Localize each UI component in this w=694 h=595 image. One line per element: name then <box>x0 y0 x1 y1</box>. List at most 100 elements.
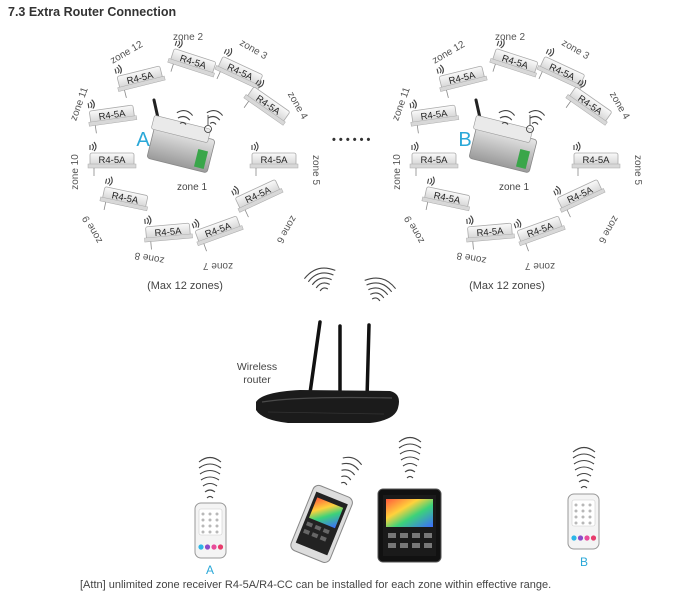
receiver-5: R4-5A <box>249 141 299 176</box>
receiver-9: R4-5A <box>421 176 471 212</box>
signal-wave-icon <box>174 39 183 49</box>
receiver-8: R4-5A <box>466 215 515 250</box>
receiver-6: R4-5A <box>231 179 284 218</box>
signal-wave-icon <box>409 99 417 109</box>
receiver-10: R4-5A <box>87 141 137 176</box>
router-label-line1: Wireless <box>237 361 277 373</box>
smartphone <box>290 484 353 563</box>
signal-wave-icon <box>436 64 444 74</box>
remote-a-label: A <box>206 563 214 577</box>
signal-wave-icon <box>496 39 505 49</box>
signal-wave-icon <box>553 185 561 196</box>
signal-wave-icon <box>573 141 581 152</box>
signal-wave-icon <box>105 176 113 186</box>
zone-label-4: zone 4 <box>285 90 310 122</box>
receiver-label: R4-5A <box>154 226 182 239</box>
signal-wave-icon <box>513 218 522 229</box>
receiver-2: R4-5A <box>167 39 216 78</box>
receiver-10: R4-5A <box>409 141 459 176</box>
max-zones-label-a: (Max 12 zones) <box>147 280 223 292</box>
zone-label-6: zone 6 <box>274 213 299 245</box>
zone-label-4: zone 4 <box>607 90 632 122</box>
controller-wave-icon <box>528 110 546 125</box>
zone-label-11: zone 11 <box>69 85 91 122</box>
signal-wave-icon <box>144 215 152 225</box>
zone-label-9: zone 9 <box>402 213 427 245</box>
zone-label-12: zone 12 <box>431 39 468 67</box>
signal-wave-icon <box>577 79 587 88</box>
max-zones-label-b: (Max 12 zones) <box>469 280 545 292</box>
zone-label-10: zone 10 <box>70 154 81 190</box>
receiver-12: R4-5A <box>436 64 488 98</box>
wireless-router <box>256 320 399 423</box>
receiver-label: R4-5A <box>98 108 127 123</box>
center-zone-label: zone 1 <box>177 182 207 193</box>
zone-label-10: zone 10 <box>392 154 403 190</box>
receiver-label: R4-5A <box>420 108 449 123</box>
zone-label-7: zone 7 <box>203 260 233 271</box>
signal-wave-icon <box>114 64 122 74</box>
tablet-wave-icon <box>398 436 422 479</box>
receiver-label: R4-5A <box>99 155 127 166</box>
remote-wave-icon-b <box>572 446 596 489</box>
zone-label-8: zone 8 <box>455 249 487 265</box>
receiver-11: R4-5A <box>409 99 460 134</box>
section-heading: 7.3 Extra Router Connection <box>8 5 176 19</box>
signal-wave-icon <box>191 218 200 229</box>
receiver-label: R4-5A <box>476 226 504 239</box>
group-letter: B <box>458 129 471 151</box>
signal-wave-icon <box>411 141 419 152</box>
signal-wave-icon <box>255 79 265 88</box>
signal-wave-icon <box>545 47 555 57</box>
signal-wave-icon <box>223 47 233 57</box>
remote-wave-icon-a <box>198 456 222 499</box>
center-zone-label: zone 1 <box>499 182 529 193</box>
remote-control-b <box>567 493 600 550</box>
attention-note: [Attn] unlimited zone receiver R4-5A/R4-… <box>80 579 551 591</box>
signal-wave-icon <box>427 176 435 186</box>
receiver-9: R4-5A <box>99 176 149 212</box>
zone-label-5: zone 5 <box>310 155 321 185</box>
signal-wave-icon <box>87 99 95 109</box>
receiver-label: R4-5A <box>261 155 289 166</box>
tablet-device <box>377 488 442 563</box>
zone-label-5: zone 5 <box>632 155 643 185</box>
receiver-7: R4-5A <box>513 216 566 252</box>
zone-label-11: zone 11 <box>391 85 413 122</box>
signal-wave-icon <box>251 141 259 152</box>
signal-wave-icon <box>89 141 97 152</box>
zone-label-2: zone 2 <box>173 32 203 43</box>
zone-label-6: zone 6 <box>596 213 621 245</box>
zone-label-3: zone 3 <box>559 38 591 63</box>
receiver-11: R4-5A <box>87 99 138 134</box>
ellipsis: • • • • • • <box>332 134 371 146</box>
remote-b-label: B <box>580 555 588 569</box>
receiver-5: R4-5A <box>571 141 621 176</box>
zone-label-9: zone 9 <box>80 213 105 245</box>
router-wave-icon-right <box>364 277 397 302</box>
zone-label-3: zone 3 <box>237 38 269 63</box>
master-controller <box>469 98 537 173</box>
receiver-8: R4-5A <box>144 215 193 250</box>
controller-wave-icon <box>498 110 516 125</box>
zone-label-12: zone 12 <box>109 39 146 67</box>
controller-wave-icon <box>176 110 194 125</box>
router-wave-icon-left <box>303 267 336 292</box>
receiver-2: R4-5A <box>489 39 538 78</box>
zone-label-7: zone 7 <box>525 260 555 271</box>
zone-label-8: zone 8 <box>133 249 165 265</box>
receiver-7: R4-5A <box>191 216 244 252</box>
router-label-line2: router <box>243 374 271 386</box>
master-controller <box>147 98 215 173</box>
signal-wave-icon <box>466 215 474 225</box>
receiver-6: R4-5A <box>553 179 606 218</box>
receiver-label: R4-5A <box>583 155 611 166</box>
remote-control-a <box>194 502 227 559</box>
controller-wave-icon <box>206 110 224 125</box>
group-letter: A <box>136 129 150 151</box>
phone-wave-icon <box>340 456 363 486</box>
signal-wave-icon <box>231 185 239 196</box>
